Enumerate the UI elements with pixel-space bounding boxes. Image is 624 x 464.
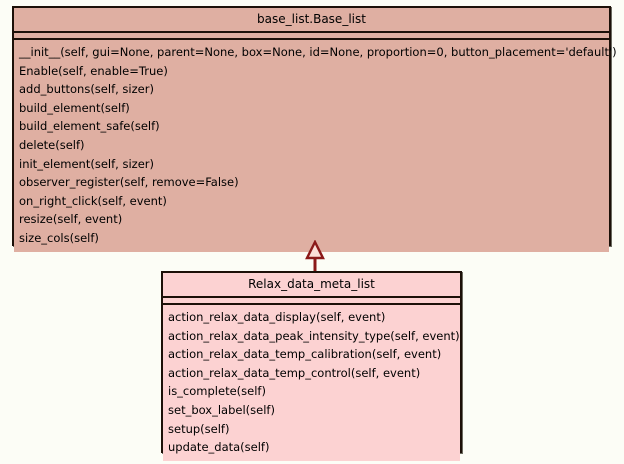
uml-method-item: is_complete(self) [168,384,266,399]
uml-attributes-compartment-relax-data-meta-list [163,298,460,305]
uml-method-item: set_box_label(self) [168,402,275,417]
uml-class-name-base-list: base_list.Base_list [14,8,609,33]
uml-class-name-relax-data-meta-list: Relax_data_meta_list [163,273,460,298]
uml-attributes-compartment-base-list [14,33,609,40]
uml-method-item: build_element(self) [19,100,130,115]
uml-method-item: init_element(self, sizer) [19,156,154,171]
uml-class-base-list[interactable]: base_list.Base_list __init__(self, gui=N… [12,6,617,252]
uml-method-item: delete(self) [19,137,85,152]
uml-methods-compartment-base-list: __init__(self, gui=None, parent=None, bo… [14,40,617,252]
uml-method-item: on_right_click(self, event) [19,193,167,208]
uml-method-item: size_cols(self) [19,230,99,245]
uml-method-item: Enable(self, enable=True) [19,63,168,78]
uml-method-item: action_relax_data_temp_control(self, eve… [168,365,421,380]
uml-method-item: __init__(self, gui=None, parent=None, bo… [19,45,617,59]
uml-class-relax-data-meta-list[interactable]: Relax_data_meta_list action_relax_data_d… [161,271,462,461]
uml-method-item: resize(self, event) [19,212,123,227]
uml-method-item: setup(self) [168,421,230,436]
uml-method-item: action_relax_data_display(self, event) [168,310,386,324]
uml-method-item: build_element_safe(self) [19,119,160,134]
uml-method-item: action_relax_data_temp_calibration(self,… [168,347,442,362]
uml-method-item: add_buttons(self, sizer) [19,82,154,97]
uml-methods-compartment-relax-data-meta-list: action_relax_data_display(self, event) a… [163,305,460,461]
uml-method-item: update_data(self) [168,440,270,455]
uml-method-item: action_relax_data_peak_intensity_type(se… [168,328,460,343]
uml-method-item: observer_register(self, remove=False) [19,175,239,190]
